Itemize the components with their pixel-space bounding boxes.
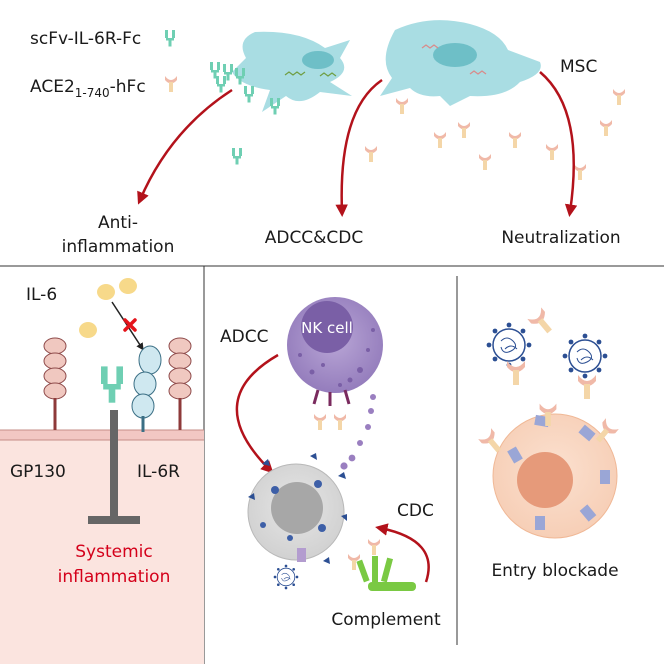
nk-cell-label: NK cell xyxy=(301,319,353,337)
virus-small-middle xyxy=(273,564,299,590)
il6-binding-arrow xyxy=(111,301,144,351)
systemic-label-line1: Systemic xyxy=(75,542,152,562)
ace2-secreted xyxy=(365,89,625,180)
panel-right: Entry blockade xyxy=(478,307,619,581)
entry-cell xyxy=(478,403,619,539)
complement-label: Complement xyxy=(331,610,441,630)
legend-scfv-label: scFv-IL-6R-Fc xyxy=(30,29,141,49)
adcc-cdc-label: ADCC&CDC xyxy=(265,228,364,248)
cdc-label: CDC xyxy=(397,501,434,521)
arrow-to-neutralization xyxy=(539,71,578,217)
virus-icon-2 xyxy=(561,332,609,380)
il6-molecule xyxy=(97,284,115,300)
gp130-receptor-right xyxy=(168,337,192,431)
inhibition-bar xyxy=(88,516,140,524)
target-cell xyxy=(247,453,347,564)
cytoplasm-area xyxy=(0,437,204,664)
anti-label-line2: inflammation xyxy=(62,237,175,257)
ace2-legend-icon xyxy=(165,76,177,92)
inhibition-line xyxy=(110,410,118,520)
panel-left: IL-6 GP130 IL-6R Systemic i xyxy=(0,278,204,664)
arrow-to-adcc-cdc xyxy=(335,78,383,217)
nk-cell: NK cell xyxy=(287,297,383,406)
cell-membrane xyxy=(0,430,204,440)
virus-icon-1 xyxy=(485,321,533,369)
scfv-legend-icon xyxy=(165,30,175,47)
block-x-icon xyxy=(123,318,137,332)
gp130-receptor-left xyxy=(43,337,67,431)
neutralization-label: Neutralization xyxy=(501,228,620,248)
cdc-arrow xyxy=(375,523,430,583)
il6-label: IL-6 xyxy=(26,285,57,305)
gp130-label: GP130 xyxy=(10,462,66,482)
msc-label: MSC xyxy=(560,57,597,77)
nk-granules xyxy=(340,394,376,470)
il6r-label: IL-6R xyxy=(137,462,180,482)
adcc-label: ADCC xyxy=(220,327,268,347)
scfv-bound xyxy=(101,366,123,403)
entry-blockade-label: Entry blockade xyxy=(491,561,618,581)
anti-label-line1: Anti- xyxy=(98,213,138,233)
msc-cell-right xyxy=(380,20,541,106)
il6r-receptor xyxy=(131,345,162,432)
systemic-label-line2: inflammation xyxy=(58,567,171,587)
complement-complex xyxy=(356,556,416,591)
legend-ace2-label: ACE21-740-hFc xyxy=(30,77,146,100)
adcc-arrow xyxy=(235,353,279,474)
panel-middle: ADCC NK cell xyxy=(220,297,441,630)
arrow-to-anti-inflammation xyxy=(137,88,233,205)
msc-cell-left xyxy=(232,31,352,112)
